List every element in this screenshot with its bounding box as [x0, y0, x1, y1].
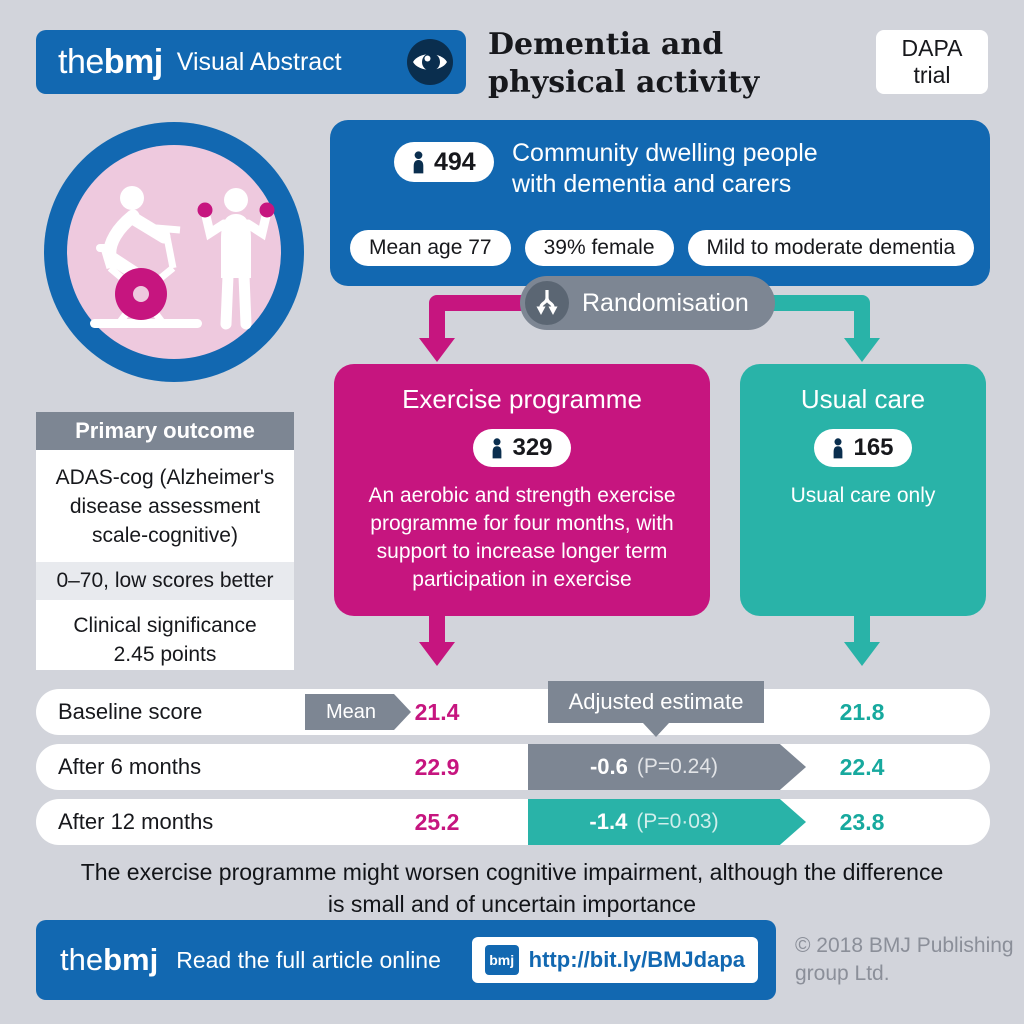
- footer-cta-text: Read the full article online: [176, 946, 441, 973]
- usual-care-count-pill: 165: [814, 429, 912, 467]
- exercise-description: An aerobic and strength exercise program…: [368, 484, 676, 591]
- bmj-logo-the: the: [58, 42, 104, 81]
- footer-logo-the: the: [60, 942, 104, 977]
- eye-icon: [407, 39, 453, 85]
- bmj-logo: thebmj: [58, 43, 163, 82]
- 12mo-exercise-value: 25.2: [414, 808, 460, 835]
- pill-mean-age: Mean age 77: [350, 230, 511, 266]
- footer-bar: thebmj Read the full article online bmj …: [36, 920, 776, 1000]
- exercise-count: 329: [512, 434, 553, 461]
- 12mo-p-value: (P=0·03): [636, 810, 719, 833]
- bmj-logo-bmj: bmj: [103, 42, 163, 81]
- page-title: Dementia and physical activity: [488, 26, 759, 102]
- exercise-arm-title: Exercise programme: [402, 384, 642, 414]
- population-count-pill: 494: [394, 142, 494, 182]
- primary-outcome-body: ADAS-cog (Alzheimer's disease assessment…: [36, 450, 294, 670]
- person-icon: [413, 150, 424, 173]
- 6mo-estimate: -0.6: [589, 754, 628, 779]
- randomisation-pill: Randomisation: [520, 276, 775, 330]
- randomisation-label: Randomisation: [582, 288, 749, 317]
- population-pills: Mean age 77 39% female Mild to moderate …: [350, 230, 975, 266]
- population-count: 494: [434, 147, 476, 176]
- baseline-usual-value: 21.8: [839, 698, 885, 725]
- 6mo-estimate-arrow: -0.6 (P=0.24): [528, 744, 806, 790]
- outcome-scale: ADAS-cog (Alzheimer's disease assessment…: [55, 466, 275, 547]
- copyright-line2: group Ltd.: [795, 962, 890, 985]
- usual-care-count: 165: [853, 434, 894, 461]
- article-link[interactable]: bmj http://bit.ly/BMJdapa: [471, 937, 758, 983]
- usual-care-arm-title: Usual care: [800, 384, 926, 414]
- exercise-illustration: [44, 122, 304, 382]
- page-title-line1: Dementia and: [488, 27, 724, 62]
- baseline-exercise-value: 21.4: [414, 698, 460, 725]
- pill-severity: Mild to moderate dementia: [687, 230, 975, 266]
- person-icon: [834, 437, 843, 458]
- row-label: Baseline score: [58, 699, 203, 724]
- footer-bmj-logo: thebmj: [60, 942, 158, 978]
- trial-badge: DAPA trial: [876, 30, 988, 94]
- article-url[interactable]: http://bit.ly/BMJdapa: [528, 947, 745, 972]
- 12mo-estimate: -1.4: [589, 809, 628, 834]
- primary-outcome-header: Primary outcome: [36, 412, 294, 450]
- 12mo-usual-value: 23.8: [839, 808, 885, 835]
- mean-tag: Mean: [305, 694, 411, 730]
- result-row-baseline: Baseline score Mean 21.4 21.8: [36, 689, 990, 735]
- outcome-significance: Clinical significance 2.45 points: [73, 614, 257, 666]
- population-box: 494 Community dwelling people with demen…: [330, 120, 990, 286]
- randomisation-icon: [525, 281, 569, 325]
- brand-header: thebmj Visual Abstract: [36, 30, 466, 94]
- conclusion-text: The exercise programme might worsen cogn…: [0, 856, 1024, 920]
- result-row-6-months: After 6 months 22.9 -0.6 (P=0.24) 22.4: [36, 744, 990, 790]
- conclusion-line2: is small and of uncertain importance: [327, 891, 697, 917]
- 6mo-exercise-value: 22.9: [414, 753, 460, 780]
- row-label: After 6 months: [58, 754, 202, 779]
- trial-badge-line1: DAPA: [901, 35, 963, 61]
- conclusion-line1: The exercise programme might worsen cogn…: [80, 859, 944, 885]
- copyright-text: © 2018 BMJ Publishing group Ltd.: [795, 932, 1014, 988]
- row-label: After 12 months: [58, 809, 214, 834]
- population-heading-line1: Community dwelling people: [512, 139, 818, 167]
- exercise-count-pill: 329: [473, 429, 571, 467]
- usual-care-arm-box: Usual care 165 Usual care only: [740, 364, 986, 616]
- usual-care-description: Usual care only: [790, 484, 936, 507]
- exercise-arm-box: Exercise programme 329 An aerobic and st…: [334, 364, 710, 616]
- population-heading: Community dwelling people with dementia …: [512, 138, 818, 200]
- person-icon: [493, 437, 502, 458]
- adjusted-estimate-tag: Adjusted estimate: [548, 681, 764, 723]
- footer-logo-bmj: bmj: [103, 942, 159, 977]
- result-row-12-months: After 12 months 25.2 -1.4 (P=0·03) 23.8: [36, 799, 990, 845]
- 6mo-usual-value: 22.4: [839, 753, 885, 780]
- population-heading-line2: with dementia and carers: [512, 170, 792, 198]
- page-title-line2: physical activity: [488, 65, 760, 100]
- pill-female-pct: 39% female: [524, 230, 674, 266]
- 6mo-p-value: (P=0.24): [636, 755, 719, 778]
- product-label: Visual Abstract: [176, 47, 342, 76]
- outcome-range: 0–70, low scores better: [36, 562, 294, 600]
- 12mo-estimate-arrow: -1.4 (P=0·03): [528, 799, 806, 845]
- copyright-line1: © 2018 BMJ Publishing: [795, 934, 1014, 957]
- trial-badge-line2: trial: [913, 62, 951, 88]
- bmj-link-icon: bmj: [484, 945, 519, 975]
